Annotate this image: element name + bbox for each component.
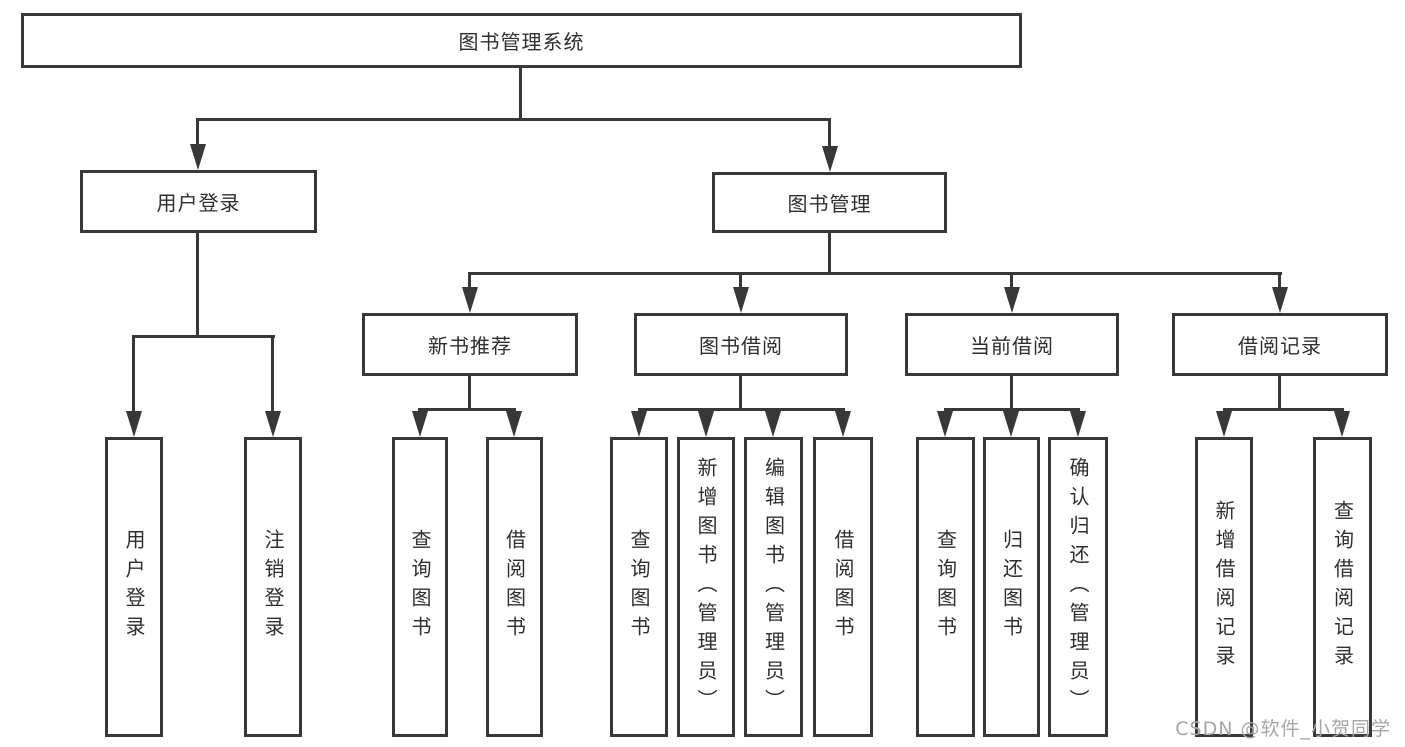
node-borrowing-records: 借阅记录 [1172,313,1388,376]
arrow-down-icon [1004,287,1020,313]
leaf-query-books-current: 查询图书 [916,437,975,737]
leaf-query-borrow-record: 查询借阅记录 [1313,437,1372,737]
arrow-down-icon [190,144,206,170]
connector-line [828,233,831,272]
leaf-logout-label: 注销登录 [261,529,285,645]
leaf-query-books-current-label: 查询图书 [933,529,958,645]
connector-line [468,272,471,289]
node-current-borrowing: 当前借阅 [905,313,1119,376]
connector-line [1278,272,1281,289]
node-book-management: 图书管理 [712,172,947,233]
arrow-down-icon [1272,287,1288,313]
connector-line [519,68,522,118]
arrow-down-icon [1070,411,1086,437]
arrow-down-icon [835,411,851,437]
leaf-borrow-books-label: 借阅图书 [831,529,855,645]
leaf-borrow-books-rec-label: 借阅图书 [502,529,527,645]
arrow-down-icon [733,287,749,313]
arrow-down-icon [506,411,522,437]
node-user-login-label: 用户登录 [156,191,241,215]
connector-line [1223,408,1344,411]
connector-line [828,118,831,148]
connector-line [638,408,845,411]
leaf-query-books-borrow-label: 查询图书 [627,529,651,645]
node-borrowing-records-label: 借阅记录 [1238,334,1322,358]
connector-line [132,335,135,413]
csdn-watermark: CSDN @软件_小贺同学 [1175,718,1391,740]
arrow-down-icon [765,411,781,437]
connector-line [197,118,831,121]
arrow-down-icon [265,411,281,437]
leaf-logout: 注销登录 [244,437,302,737]
leaf-query-borrow-record-label: 查询借阅记录 [1330,500,1355,674]
leaf-confirm-return-admin: 确认归还（管理员） [1048,437,1108,737]
node-book-borrowing-label: 图书借阅 [699,334,783,358]
leaf-query-books-rec-label: 查询图书 [408,529,432,645]
leaf-add-books-admin-label: 新增图书（管理员） [694,456,718,718]
arrow-down-icon [1003,411,1019,437]
leaf-query-books-rec: 查询图书 [392,437,448,737]
arrow-down-icon [1216,411,1232,437]
leaf-return-books: 归还图书 [983,437,1040,737]
arrow-down-icon [822,146,838,172]
node-user-login: 用户登录 [80,170,317,233]
leaf-add-books-admin: 新增图书（管理员） [677,437,735,737]
leaf-add-borrow-record: 新增借阅记录 [1195,437,1253,737]
arrow-down-icon [462,287,478,313]
connector-line [133,335,275,338]
arrow-down-icon [631,411,647,437]
leaf-query-books-borrow: 查询图书 [610,437,668,737]
node-current-borrowing-label: 当前借阅 [970,334,1054,358]
leaf-edit-books-admin-label: 编辑图书（管理员） [761,456,786,718]
leaf-edit-books-admin: 编辑图书（管理员） [744,437,803,737]
connector-line [468,376,471,408]
leaf-user-login-label: 用户登录 [122,529,146,645]
node-root: 图书管理系统 [21,13,1022,68]
connector-line [196,118,199,148]
leaf-user-login: 用户登录 [105,437,163,737]
node-root-label: 图书管理系统 [458,30,585,54]
connector-line [739,272,742,289]
node-book-borrowing: 图书借阅 [634,313,848,376]
arrow-down-icon [937,411,953,437]
node-new-book-recommendation-label: 新书推荐 [428,334,512,358]
leaf-add-borrow-record-label: 新增借阅记录 [1212,500,1236,674]
connector-line [196,233,199,335]
leaf-borrow-books-rec: 借阅图书 [486,437,543,737]
connector-line [1278,376,1281,408]
leaf-confirm-return-admin-label: 确认归还（管理员） [1066,456,1090,718]
arrow-down-icon [1334,411,1350,437]
node-new-book-recommendation: 新书推荐 [362,313,578,376]
connector-line [1010,272,1013,289]
leaf-return-books-label: 归还图书 [999,529,1024,645]
connector-line [419,408,516,411]
arrow-down-icon [698,411,714,437]
connector-line [469,272,1282,275]
node-book-management-label: 图书管理 [787,192,872,216]
connector-line [271,335,274,413]
connector-line [944,408,1080,411]
connector-line [739,376,742,408]
connector-line [1010,376,1013,408]
leaf-borrow-books: 借阅图书 [813,437,873,737]
arrow-down-icon [126,411,142,437]
arrow-down-icon [412,411,428,437]
